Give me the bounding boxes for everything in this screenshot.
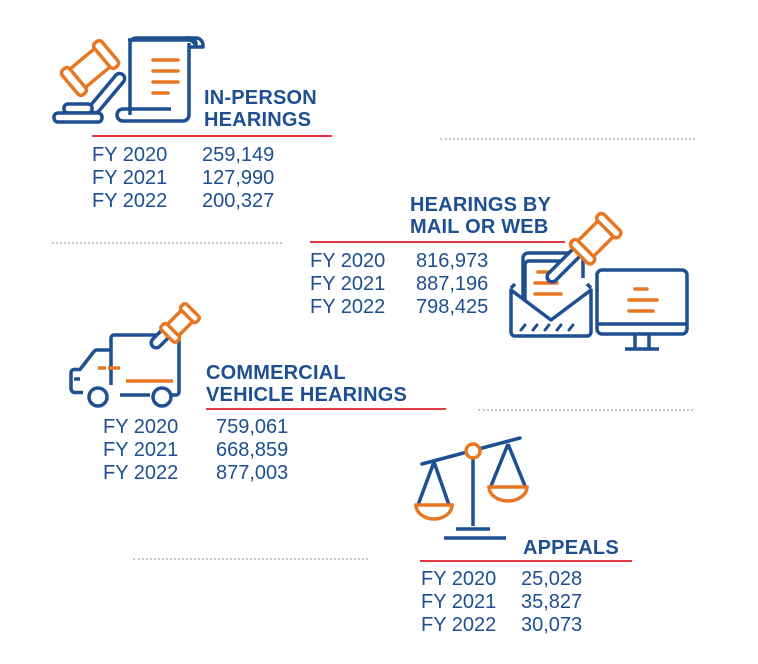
mail-web-title: HEARINGS BY MAIL OR WEB	[410, 194, 551, 238]
stat-value: 759,061	[216, 416, 289, 438]
stat-row: FY 2020 816,973	[310, 250, 488, 273]
stat-year: FY 2021	[421, 591, 497, 613]
title-line-1: APPEALS	[523, 537, 619, 559]
stat-year: FY 2021	[92, 167, 168, 189]
stat-row: FY 2020 25,028	[421, 568, 582, 591]
title-line-2: MAIL OR WEB	[410, 216, 549, 238]
stat-value: 25,028	[521, 568, 583, 590]
stat-row: FY 2022 200,327	[92, 190, 274, 213]
stat-row: FY 2021 127,990	[92, 167, 274, 190]
appeals-title: APPEALS	[523, 537, 619, 559]
title-line-1: HEARINGS BY	[410, 194, 552, 216]
stat-row: FY 2020 259,149	[92, 144, 274, 167]
divider-dotted	[478, 409, 693, 411]
stat-value: 35,827	[521, 591, 583, 613]
stat-value: 887,196	[416, 273, 489, 295]
gavel-scroll-icon	[52, 36, 205, 124]
appeals-stats: FY 2020 25,028 FY 2021 35,827 FY 2022 30,07…	[421, 568, 582, 637]
stat-row: FY 2020 759,061	[103, 416, 288, 439]
stat-row: FY 2021 668,859	[103, 439, 288, 462]
stat-year: FY 2022	[92, 190, 168, 212]
divider-dotted	[440, 138, 695, 140]
divider-dotted	[52, 242, 282, 244]
title-line-1: IN-PERSON	[204, 87, 317, 109]
title-line-1: COMMERCIAL	[206, 362, 346, 384]
in-person-stats: FY 2020 259,149 FY 2021 127,990 FY 2022 200…	[92, 144, 274, 213]
appeals-rule	[420, 560, 632, 562]
stat-value: 200,327	[202, 190, 275, 212]
stat-year: FY 2022	[421, 614, 497, 636]
stat-value: 816,973	[416, 250, 489, 272]
gavel-truck-icon	[69, 301, 202, 408]
stat-year: FY 2020	[92, 144, 168, 166]
in-person-rule	[92, 135, 332, 137]
commercial-rule	[206, 408, 446, 410]
stat-row: FY 2021 35,827	[421, 591, 582, 614]
stat-value: 259,149	[202, 144, 275, 166]
mail-web-stats: FY 2020 816,973 FY 2021 887,196 FY 2022 798…	[310, 250, 488, 319]
stat-year: FY 2022	[310, 296, 386, 318]
stat-year: FY 2021	[310, 273, 386, 295]
stat-year: FY 2020	[310, 250, 386, 272]
stat-value: 877,003	[216, 462, 289, 484]
stat-row: FY 2022 798,425	[310, 296, 488, 319]
stat-year: FY 2020	[421, 568, 497, 590]
commercial-title: COMMERCIAL VEHICLE HEARINGS	[206, 362, 407, 406]
commercial-stats: FY 2020 759,061 FY 2021 668,859 FY 2022 877…	[103, 416, 288, 485]
stat-year: FY 2020	[103, 416, 179, 438]
stat-year: FY 2021	[103, 439, 179, 461]
gavel-envelope-monitor-icon	[509, 211, 689, 351]
title-line-2: VEHICLE HEARINGS	[206, 384, 408, 406]
stat-value: 798,425	[416, 296, 489, 318]
mail-web-rule	[310, 241, 565, 243]
stat-year: FY 2022	[103, 462, 179, 484]
stat-value: 127,990	[202, 167, 275, 189]
stat-value: 30,073	[521, 614, 583, 636]
divider-dotted	[133, 558, 368, 560]
in-person-title: IN-PERSON HEARINGS	[204, 87, 317, 131]
title-line-2: HEARINGS	[204, 109, 312, 131]
scales-icon	[414, 436, 529, 540]
stat-value: 668,859	[216, 439, 289, 461]
stat-row: FY 2022 30,073	[421, 614, 582, 637]
stat-row: FY 2022 877,003	[103, 462, 288, 485]
stat-row: FY 2021 887,196	[310, 273, 488, 296]
